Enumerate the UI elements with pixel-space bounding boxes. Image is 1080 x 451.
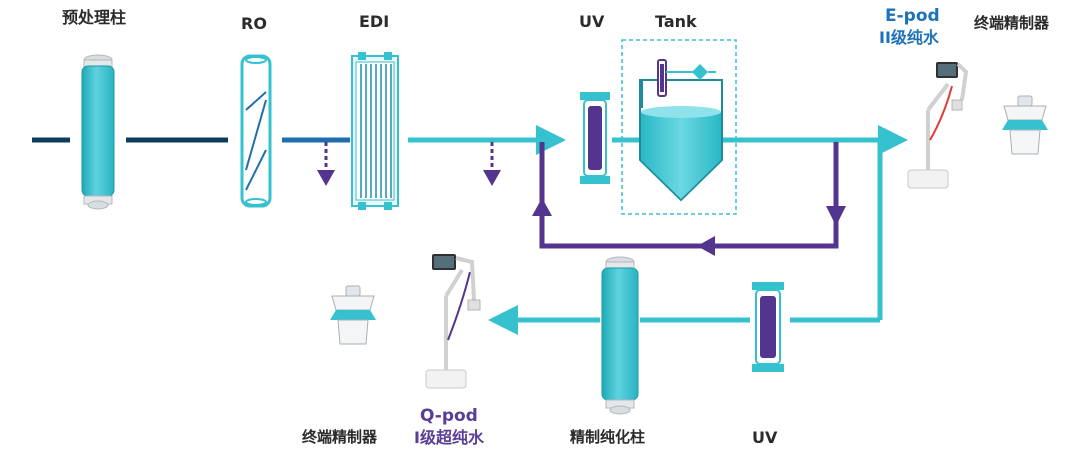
loop-down-arrow-icon (826, 206, 846, 226)
epod-dispenser (907, 62, 969, 189)
uv-lamp-top (580, 92, 610, 184)
storage-tank (621, 39, 737, 215)
flow-lines (32, 125, 908, 335)
pretreatment-cartridge (81, 54, 115, 210)
label-tank: Tank (655, 12, 697, 31)
drain-arrows (317, 142, 501, 186)
label-uv-bottom: UV (752, 428, 778, 447)
label-pretreatment: 预处理柱 (62, 8, 127, 27)
label-qpod: Q-pod (420, 406, 478, 426)
label-polishing: 精制纯化柱 (570, 428, 646, 446)
terminal-filter-bottom (330, 285, 376, 345)
tank-dashed-frame (621, 39, 737, 215)
edi-drain-arrow-icon (483, 170, 501, 186)
label-epod-grade: II级纯水 (879, 28, 939, 47)
loop-up-arrow-icon (532, 198, 552, 216)
polishing-cartridge (601, 256, 639, 415)
tank-level-sensor-icon (692, 64, 708, 80)
edi-module (351, 52, 399, 210)
label-epod: E-pod (885, 6, 940, 26)
ro-membrane (240, 54, 272, 208)
uv-lamp-bottom (752, 282, 784, 372)
loop-left-arrow-icon (697, 236, 715, 256)
ro-drain-arrow-icon (317, 170, 335, 186)
label-edi: EDI (359, 12, 390, 31)
qpod-dispenser (425, 254, 481, 389)
label-uv-top: UV (579, 12, 605, 31)
label-qpod-grade: I级超纯水 (414, 428, 484, 447)
terminal-filter-top (1002, 95, 1048, 155)
label-terminal-filter-bottom: 终端精制器 (302, 428, 378, 446)
label-terminal-filter-top: 终端精制器 (974, 14, 1050, 32)
label-ro: RO (241, 14, 267, 33)
recirculation-loop (532, 142, 846, 256)
